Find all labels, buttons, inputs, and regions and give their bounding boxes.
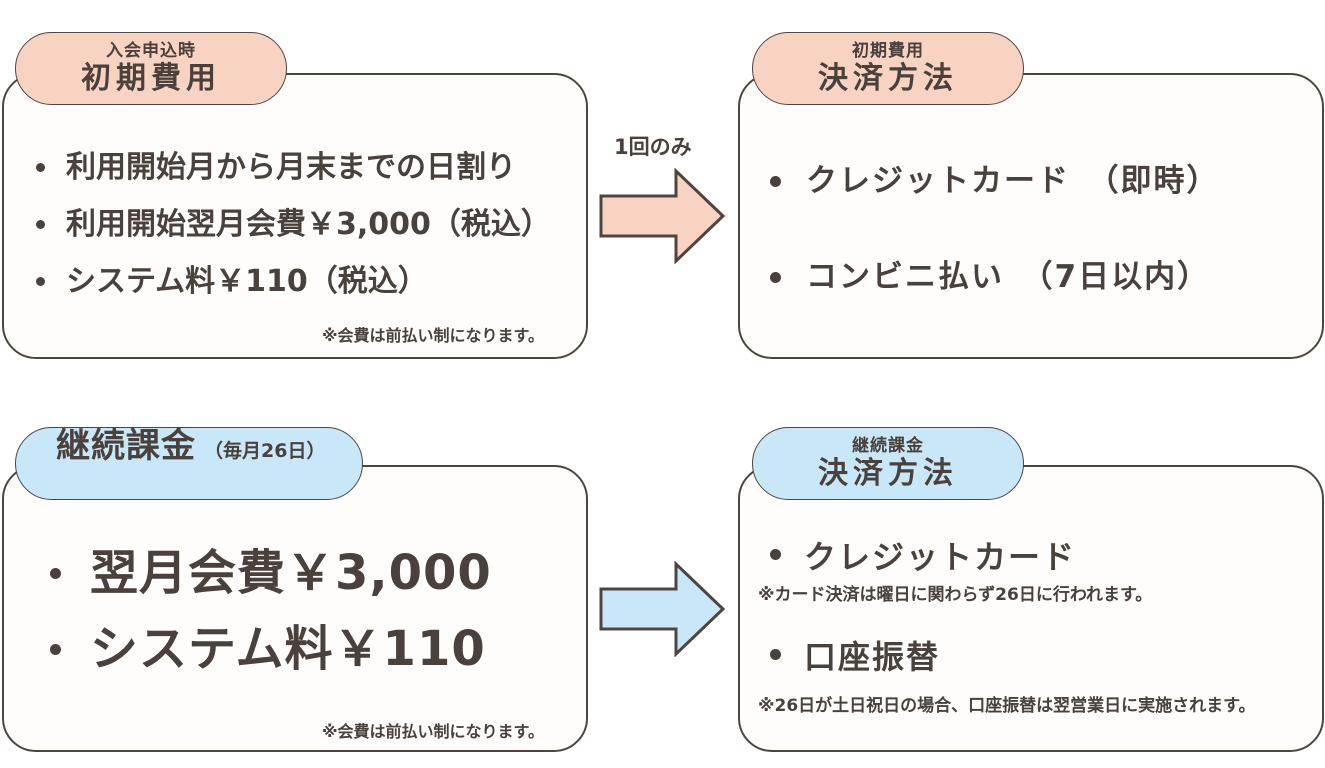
recurring-payment-tag: 継続課金 決済方法 (752, 427, 1024, 500)
list-item: クレジットカード （即時） (770, 161, 1220, 257)
bank-transfer-item: 口座振替 (770, 632, 940, 678)
recurring-payment-tag-small: 継続課金 (852, 435, 924, 456)
initial-payment-tag-small: 初期費用 (852, 40, 924, 61)
initial-fee-panel (2, 73, 588, 359)
bank-transfer-label: 口座振替 (804, 638, 941, 676)
initial-fee-note: ※会費は前払い制になります。 (322, 326, 544, 345)
initial-payment-tag-title: 決済方法 (818, 61, 958, 97)
credit-card-item: クレジットカード (770, 532, 1076, 578)
credit-card-note: ※カード決済は曜日に関わらず26日に行われます。 (758, 585, 1153, 605)
initial-fee-tag: 入会申込時 初期費用 (15, 32, 287, 105)
recurring-fee-tag: 継続課金 （毎月26日） (15, 427, 363, 500)
list-item: コンビニ払い （7日以内） (770, 257, 1220, 353)
list-item: システム料￥110（税込） (36, 253, 551, 310)
initial-payment-tag: 初期費用 決済方法 (752, 32, 1024, 105)
list-item: システム料￥110 (50, 619, 492, 695)
arrow-label: 1回のみ (614, 135, 692, 159)
recurring-payment-tag-title: 決済方法 (818, 456, 958, 492)
initial-fee-tag-small: 入会申込時 (106, 40, 196, 61)
list-item: 翌月会費￥3,000 (50, 543, 492, 619)
initial-payment-panel (738, 73, 1324, 359)
recurring-fee-panel (2, 465, 588, 752)
recurring-fee-tag-title: 継続課金 (56, 426, 196, 466)
initial-fee-tag-title: 初期費用 (81, 61, 221, 97)
credit-card-label: クレジットカード (804, 538, 1077, 576)
recurring-fee-note: ※会費は前払い制になります。 (322, 722, 544, 741)
initial-payment-list: クレジットカード （即時） コンビニ払い （7日以内） (770, 161, 1220, 353)
recurring-fee-tag-small: （毎月26日） (204, 440, 326, 462)
initial-fee-list: 利用開始月から月末までの日割り 利用開始翌月会費￥3,000（税込） システム料… (36, 139, 551, 310)
recurring-payment-panel (738, 465, 1324, 752)
recurring-fee-list: 翌月会費￥3,000 システム料￥110 (50, 543, 492, 695)
list-item: 利用開始月から月末までの日割り (36, 139, 551, 196)
bullet-icon (770, 649, 781, 660)
bullet-icon (770, 549, 781, 560)
bank-transfer-note: ※26日が土日祝日の場合、口座振替は翌営業日に実施されます。 (758, 696, 1256, 716)
right-arrow-icon (599, 561, 726, 657)
list-item: 利用開始翌月会費￥3,000（税込） (36, 196, 551, 253)
right-arrow-icon (599, 168, 726, 264)
recurring-payment-list: クレジットカード ※カード決済は曜日に関わらず26日に行われます。 口座振替 ※… (758, 0, 1320, 768)
